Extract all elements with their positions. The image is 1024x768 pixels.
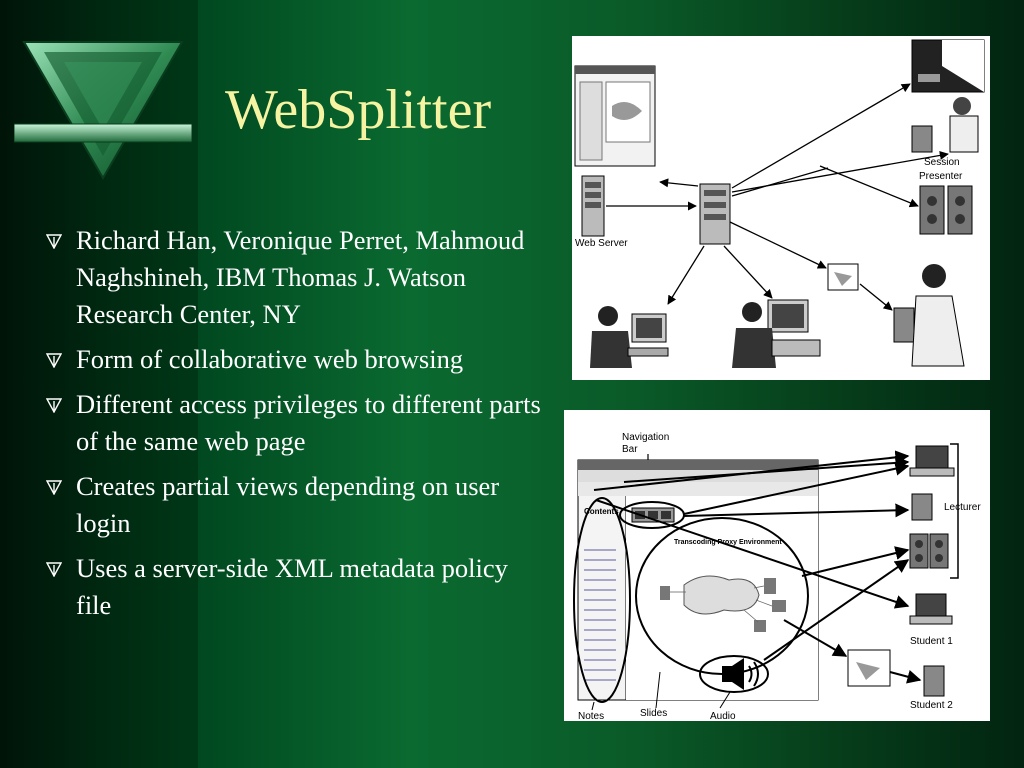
student1-laptop-icon [909,593,953,625]
notes-label: Notes [578,711,604,721]
bullet-text: Form of collaborative web browsing [76,344,464,374]
student2-pda-icon [923,665,945,697]
bullet-item: Richard Han, Veronique Perret, Mahmoud N… [46,222,546,333]
session-label: Session [924,157,960,168]
lecturer-pda-icon [911,493,933,521]
check-arrow-icon [46,353,62,368]
contents-label: Contents [584,507,619,516]
check-arrow-icon [46,398,62,413]
projection-screen-icon [911,39,985,93]
bullet-item: Form of collaborative web browsing [46,341,546,378]
check-arrow-icon [46,562,62,577]
slide-title: WebSplitter [225,79,492,141]
bullet-item: Creates partial views depending on user … [46,468,546,542]
check-arrow-icon [46,234,62,249]
navigation-label: Navigation [622,432,669,443]
web-server-icon [581,175,605,237]
lecturer-speakers-icon [909,533,949,569]
lecturer-label: Lecturer [944,502,981,513]
proxy-environment-icon [660,575,786,632]
web-server-label: Web Server [575,238,628,249]
small-map-icon [827,263,859,291]
student1-label: Student 1 [910,636,953,647]
bullet-text: Different access privileges to different… [76,389,541,456]
audio-speaker-icon [722,658,759,690]
student2-label: Student 2 [910,700,953,711]
bullet-item: Different access privileges to different… [46,386,546,460]
check-arrow-icon [46,480,62,495]
proxy-server-icon [699,183,731,245]
desktop-user-icon [732,299,821,368]
triangle-logo-icon [14,41,192,180]
student-map-icon [847,649,891,687]
bar-label: Bar [622,444,638,455]
speakers-icon [919,185,973,235]
transcoding-proxy-diagram: Navigation Bar Contents [564,410,990,721]
bullet-text: Uses a server-side XML metadata policy f… [76,553,508,620]
transcoding-proxy-label: Transcoding Proxy Environment [674,539,782,546]
browser-window-icon [574,65,656,167]
desktop-user-icon [590,306,669,368]
bullet-text: Richard Han, Veronique Perret, Mahmoud N… [76,225,525,329]
lecturer-laptop-icon [909,445,955,477]
pda-user-icon [893,264,965,367]
presenter-label: Presenter [919,171,963,182]
bullet-text: Creates partial views depending on user … [76,471,500,538]
bullet-item: Uses a server-side XML metadata policy f… [46,550,546,624]
websplitter-network-diagram: Web Server Session Presenter [572,36,990,380]
slides-label: Slides [640,708,667,719]
audio-label: Audio [710,711,736,721]
bullet-list: Richard Han, Veronique Perret, Mahmoud N… [46,222,546,632]
presenter-icon [911,97,979,153]
